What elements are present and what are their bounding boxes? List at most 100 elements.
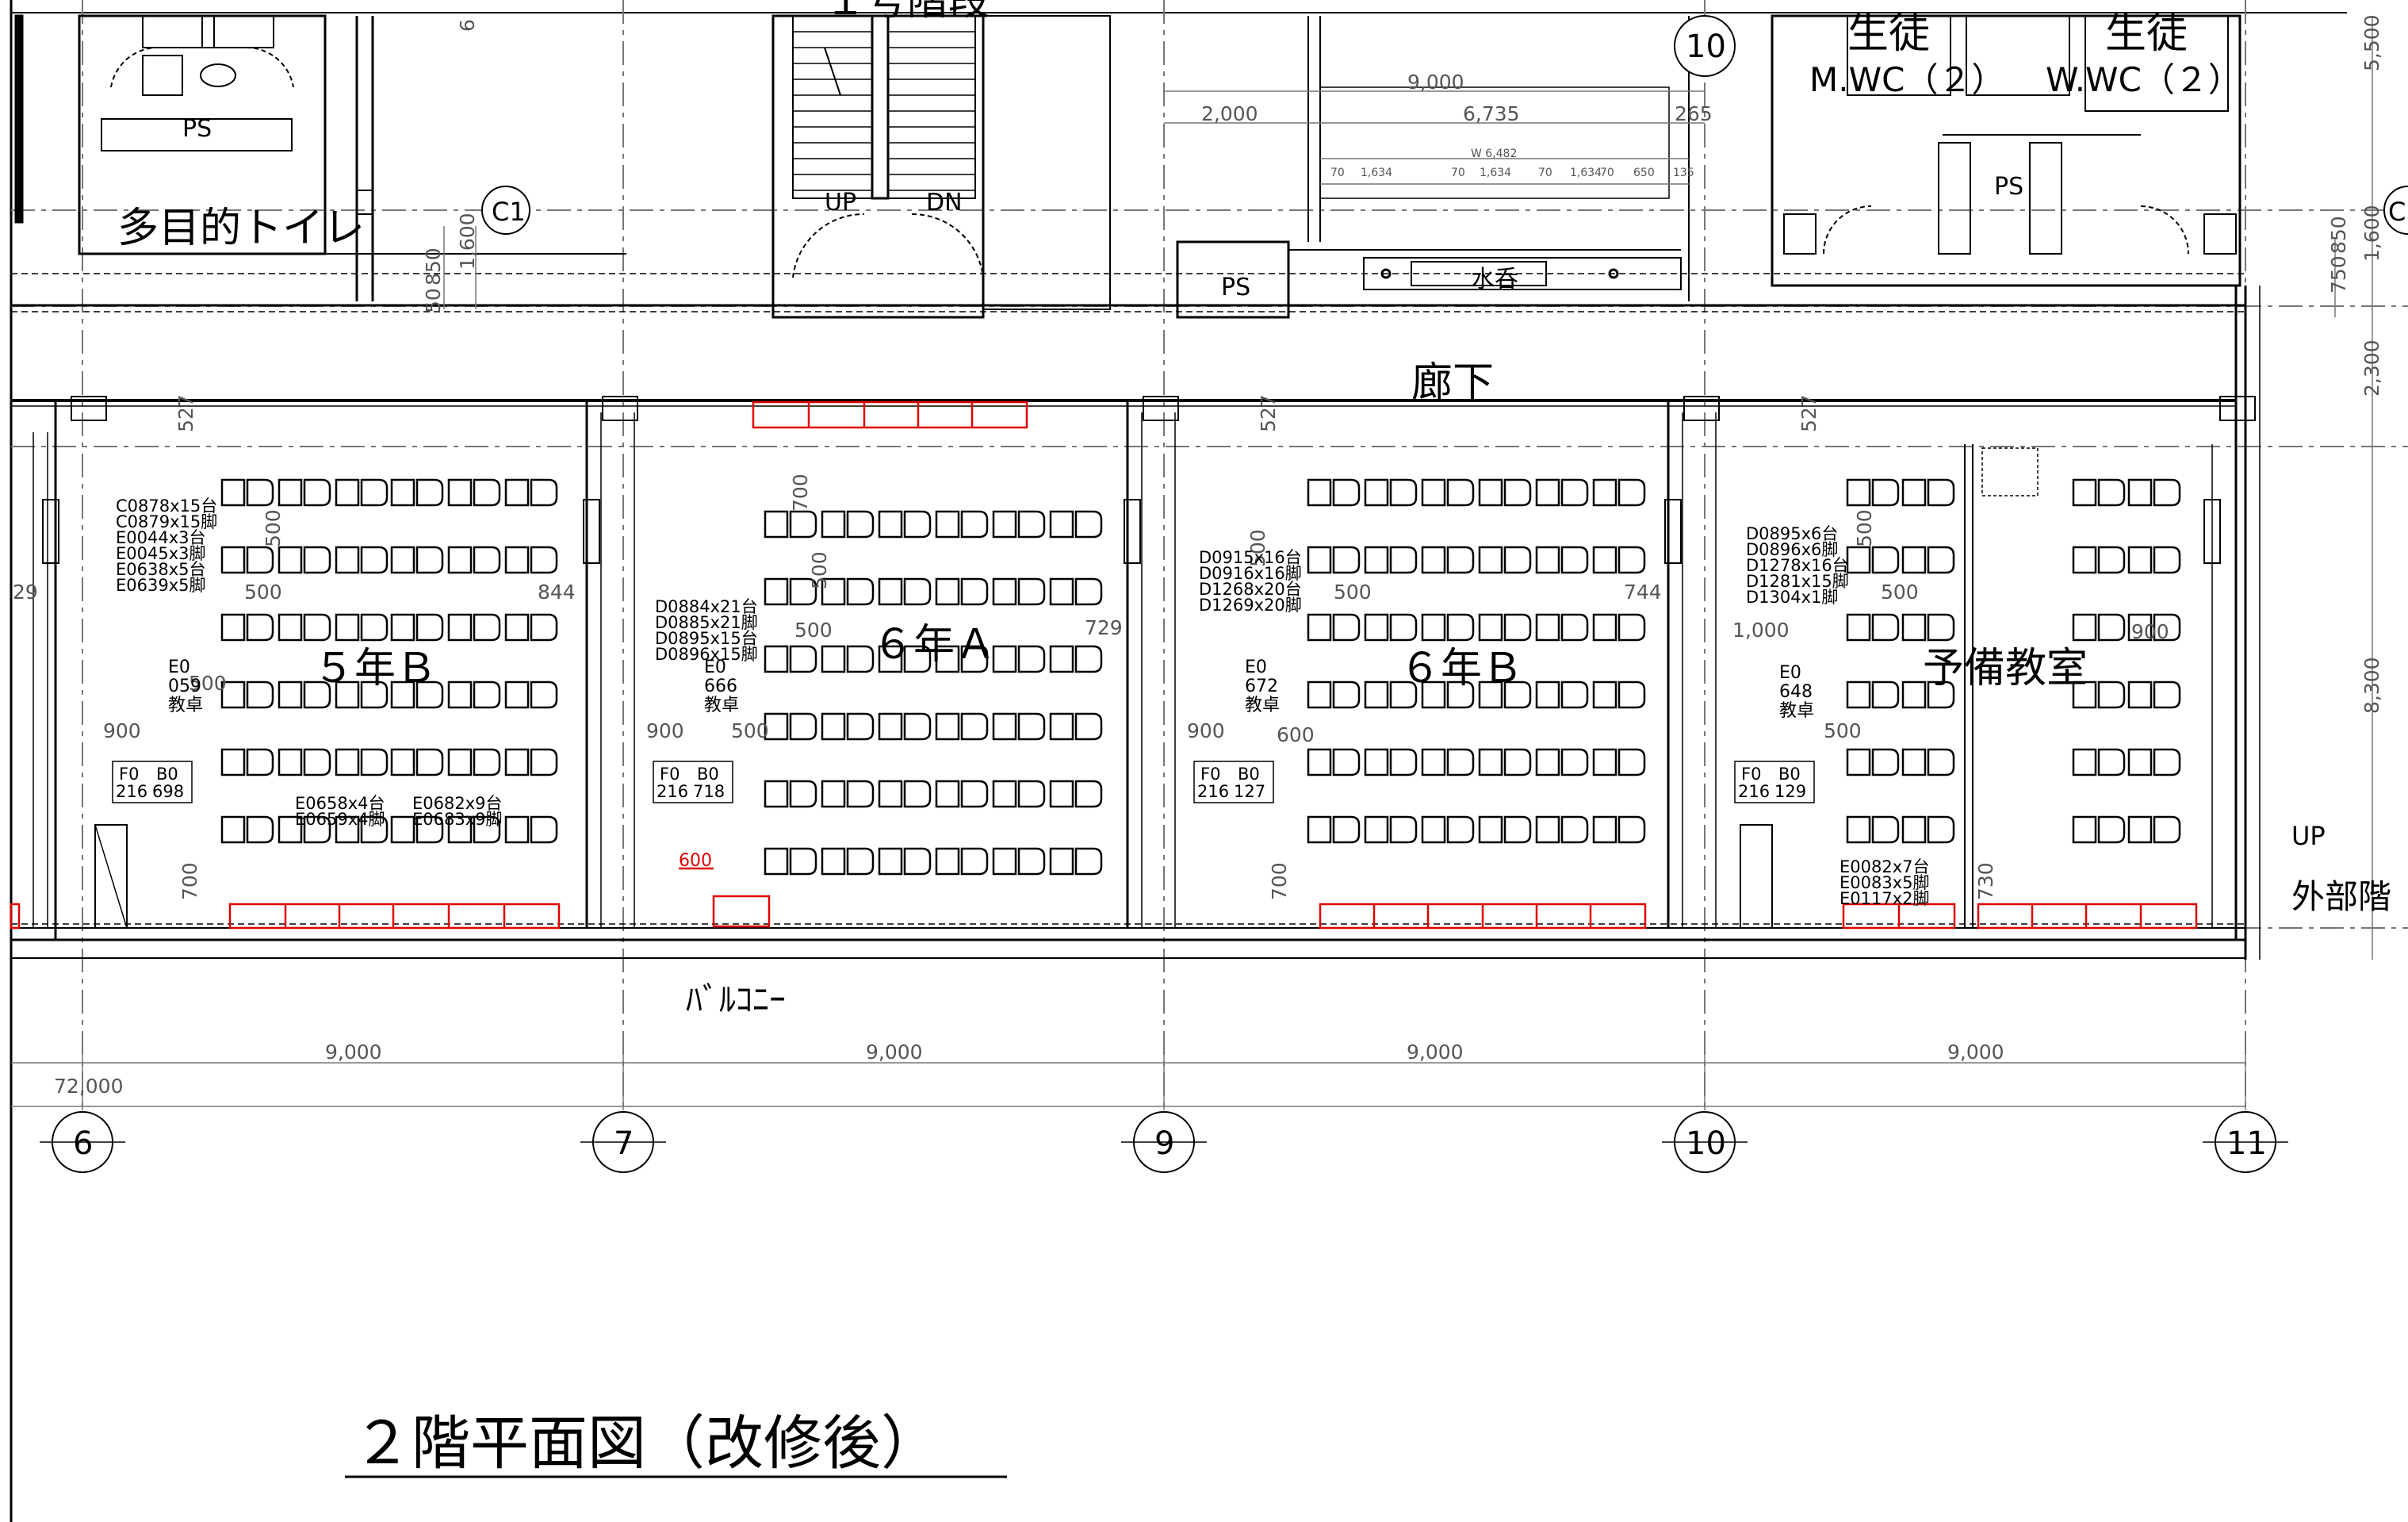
dim-700-a: 700 xyxy=(789,473,812,512)
chair xyxy=(1871,815,1900,844)
top-dim-c: 265 xyxy=(1675,102,1713,125)
equipment-note: E0638x5台 xyxy=(116,560,206,579)
desk xyxy=(335,546,360,574)
axis-label-c-right: C xyxy=(2388,197,2406,227)
chair xyxy=(1446,680,1475,709)
dim-500-k: 500 xyxy=(1824,719,1862,742)
stairs-down-label: DN xyxy=(926,189,963,217)
chair xyxy=(1927,478,1955,507)
desk xyxy=(878,510,903,539)
chair xyxy=(1017,577,1046,606)
desk xyxy=(2127,613,2153,642)
desk xyxy=(504,613,530,642)
chair xyxy=(1389,815,1418,844)
desk xyxy=(1364,546,1389,574)
desk xyxy=(447,613,473,642)
desk xyxy=(504,815,530,844)
equipment-note: D0896x6脚 xyxy=(1746,540,1838,559)
chair xyxy=(903,645,932,673)
desk xyxy=(935,645,960,673)
chair xyxy=(1074,645,1103,673)
equipment-box-label: 216 xyxy=(116,782,147,801)
axis-label-10-top: 10 xyxy=(1686,29,1726,65)
chair xyxy=(1074,780,1103,808)
chair xyxy=(846,847,875,876)
dim-730: 730 xyxy=(1974,862,1997,900)
desk xyxy=(1478,613,1503,642)
desk xyxy=(1478,478,1503,507)
desk xyxy=(504,546,530,574)
dim-900-d: 900 xyxy=(2131,620,2169,643)
desk xyxy=(1846,680,1871,709)
equipment-box-label: F0 xyxy=(119,765,139,784)
desk xyxy=(335,613,360,642)
chair xyxy=(846,712,875,741)
axis-label-10: 10 xyxy=(1686,1125,1726,1162)
desk xyxy=(764,712,789,741)
desk xyxy=(1307,680,1332,709)
desk xyxy=(1049,577,1074,606)
equipment-note: E0658x4台 xyxy=(295,794,385,813)
chair xyxy=(473,478,501,507)
desk xyxy=(821,712,846,741)
top-dim-w: W 6,482 xyxy=(1471,148,1517,160)
desk xyxy=(1307,546,1332,574)
equipment-note: D0895x6台 xyxy=(1746,524,1838,543)
chair xyxy=(246,546,274,574)
chair xyxy=(246,748,274,776)
chair xyxy=(1503,815,1532,844)
dim-527-b: 527 xyxy=(1257,394,1280,432)
desk xyxy=(1307,613,1332,642)
chair xyxy=(1560,613,1589,642)
equipment-note: E0659x4脚 xyxy=(295,810,385,829)
red-dim-600: 600 xyxy=(679,851,712,871)
chair xyxy=(1446,613,1475,642)
chair xyxy=(1560,478,1589,507)
desk xyxy=(1901,478,1927,507)
chair xyxy=(2097,613,2126,642)
desk xyxy=(278,613,303,642)
equipment-note: 059 xyxy=(168,677,201,696)
desk xyxy=(992,780,1017,808)
dim-900-b: 900 xyxy=(646,719,684,742)
chair xyxy=(530,748,558,776)
equipment-note: 666 xyxy=(704,677,737,696)
chair xyxy=(2097,680,2126,709)
equipment-box xyxy=(112,761,193,803)
chair xyxy=(1617,546,1646,574)
chair xyxy=(2153,680,2181,709)
desk xyxy=(1421,748,1446,776)
equipment-note: 672 xyxy=(1245,677,1278,696)
room-label-spare: 予備教室 xyxy=(1923,645,2088,692)
external-stairs-label: 外部階 xyxy=(2291,877,2391,916)
desk xyxy=(1901,815,1927,844)
dim-527-c: 527 xyxy=(1797,394,1820,432)
axis-label-11: 11 xyxy=(2226,1125,2267,1162)
desk xyxy=(1421,478,1446,507)
chair xyxy=(1017,645,1046,673)
equipment-box-label: F0 xyxy=(1200,765,1220,784)
dim-29: 29 xyxy=(13,581,38,604)
desk xyxy=(1049,780,1074,808)
chair xyxy=(303,478,331,507)
chair xyxy=(789,712,817,741)
desk xyxy=(1901,748,1927,776)
axis-label-7: 7 xyxy=(614,1125,634,1162)
chair xyxy=(2153,613,2181,642)
chair xyxy=(789,577,817,606)
equipment-note: E0 xyxy=(168,657,190,677)
stairs-up-label: UP xyxy=(825,189,856,217)
desk xyxy=(1421,546,1446,574)
chair xyxy=(303,815,331,844)
ps-label-wc: PS xyxy=(1994,173,2023,201)
desk xyxy=(278,748,303,776)
equipment-note: C0878x15台 xyxy=(116,496,217,516)
equipment-note: D1278x16台 xyxy=(1746,556,1849,575)
dim-500-a: 500 xyxy=(262,509,285,547)
desk xyxy=(935,577,960,606)
chair xyxy=(530,478,558,507)
equipment-box-label: 698 xyxy=(152,782,184,801)
room-label-6a: ６年Ａ xyxy=(872,621,996,669)
desk xyxy=(1901,546,1927,574)
chair xyxy=(960,847,989,876)
